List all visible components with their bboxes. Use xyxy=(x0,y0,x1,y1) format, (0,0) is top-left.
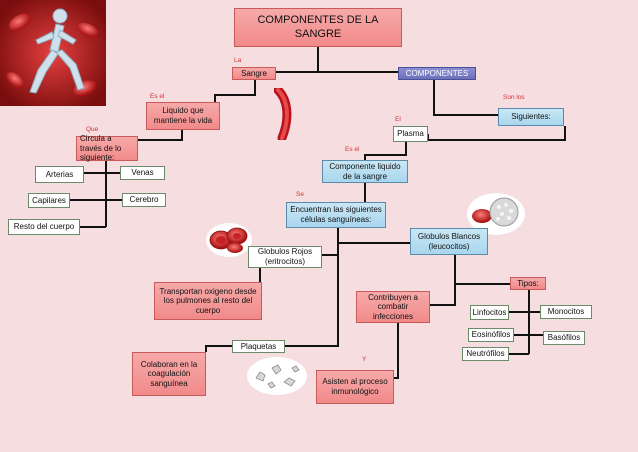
node-arterias: Arterias xyxy=(35,166,84,183)
connector-se: Se xyxy=(296,191,304,198)
connector-que: Que xyxy=(86,126,99,133)
runner-illustration xyxy=(0,0,106,106)
node-cerebro: Cerebro xyxy=(122,193,166,207)
node-liquido: Liquido que mantiene la vida xyxy=(146,102,220,130)
node-colaboran: Colaboran en la coagulación sanguínea xyxy=(132,352,206,396)
node-resto-cuerpo: Resto del cuerpo xyxy=(8,219,80,235)
node-sangre: Sangre xyxy=(232,67,276,80)
node-capilares: Capilares xyxy=(28,193,70,208)
connector-la: La xyxy=(234,57,242,64)
connector-el: El xyxy=(395,116,401,123)
node-componente-liquido: Componente liquido de la sangre xyxy=(322,160,408,183)
node-eosinofilos: Eosinófilos xyxy=(468,328,514,342)
node-plaquetas: Plaquetas xyxy=(232,340,285,353)
platelets-illustration xyxy=(247,357,307,395)
connector-y: Y xyxy=(362,356,367,363)
node-asisten: Asisten al proceso inmunológico xyxy=(316,370,394,404)
node-transportan: Transportan oxigeno desde los pulmones a… xyxy=(154,282,262,320)
node-tipos: Tipos: xyxy=(510,277,546,290)
vessel-illustration xyxy=(274,88,292,140)
node-neutrofilos: Neutrófilos xyxy=(462,347,509,361)
node-contribuyen: Contribuyen a combatir infecciones xyxy=(356,291,430,323)
node-circula: Circula a través de lo siguiente: xyxy=(76,134,138,162)
connector-es-el-1: Es el xyxy=(150,93,165,100)
connector-son-los: Son los xyxy=(503,94,525,101)
connector-es-el-2: Es el xyxy=(345,146,360,153)
node-globulos-rojos: Globulos Rojos (eritrocitos) xyxy=(248,246,322,268)
map-title: COMPONENTES DE LA SANGRE xyxy=(234,8,402,47)
node-venas: Venas xyxy=(120,166,165,180)
node-linfocitos: Linfocitos xyxy=(470,305,509,320)
node-siguientes: Siguientes: xyxy=(498,108,564,126)
node-globulos-blancos: Globulos Blancos (leucocitos) xyxy=(410,228,488,255)
white-blood-cell-illustration xyxy=(467,193,525,235)
node-monocitos: Monocitos xyxy=(540,305,592,319)
node-encuentran: Encuentran las siguientes células sanguí… xyxy=(286,202,386,228)
node-basofilos: Basófilos xyxy=(543,331,585,345)
red-blood-cells-illustration xyxy=(206,223,252,257)
node-plasma: Plasma xyxy=(393,126,428,142)
node-componentes: COMPONENTES xyxy=(398,67,476,80)
